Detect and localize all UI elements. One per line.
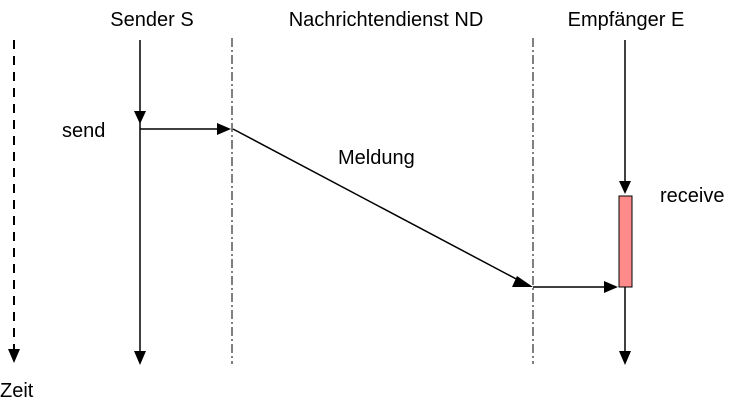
delivery-arrowhead	[604, 281, 618, 293]
sender-lifeline-top-arrowhead	[134, 111, 146, 124]
send-label: send	[62, 120, 105, 142]
message-arrow-line	[232, 128, 521, 282]
service-label: Nachrichtendienst ND	[289, 9, 484, 31]
receiver-lifeline-arrowhead-to-box	[619, 181, 631, 194]
time-axis-label: Zeit	[0, 380, 34, 402]
receive-activation-box	[618, 195, 633, 288]
receiver-label: Empfänger E	[568, 9, 685, 31]
message-label: Meldung	[338, 147, 415, 169]
send-arrowhead	[217, 123, 231, 135]
sender-label: Sender S	[110, 9, 193, 31]
sender-lifeline-bottom-arrowhead	[134, 351, 146, 365]
message-arrowhead	[512, 276, 533, 287]
receiver-lifeline-bottom-arrowhead	[619, 351, 631, 365]
time-axis-arrowhead	[8, 349, 20, 363]
receive-label: receive	[660, 185, 724, 207]
